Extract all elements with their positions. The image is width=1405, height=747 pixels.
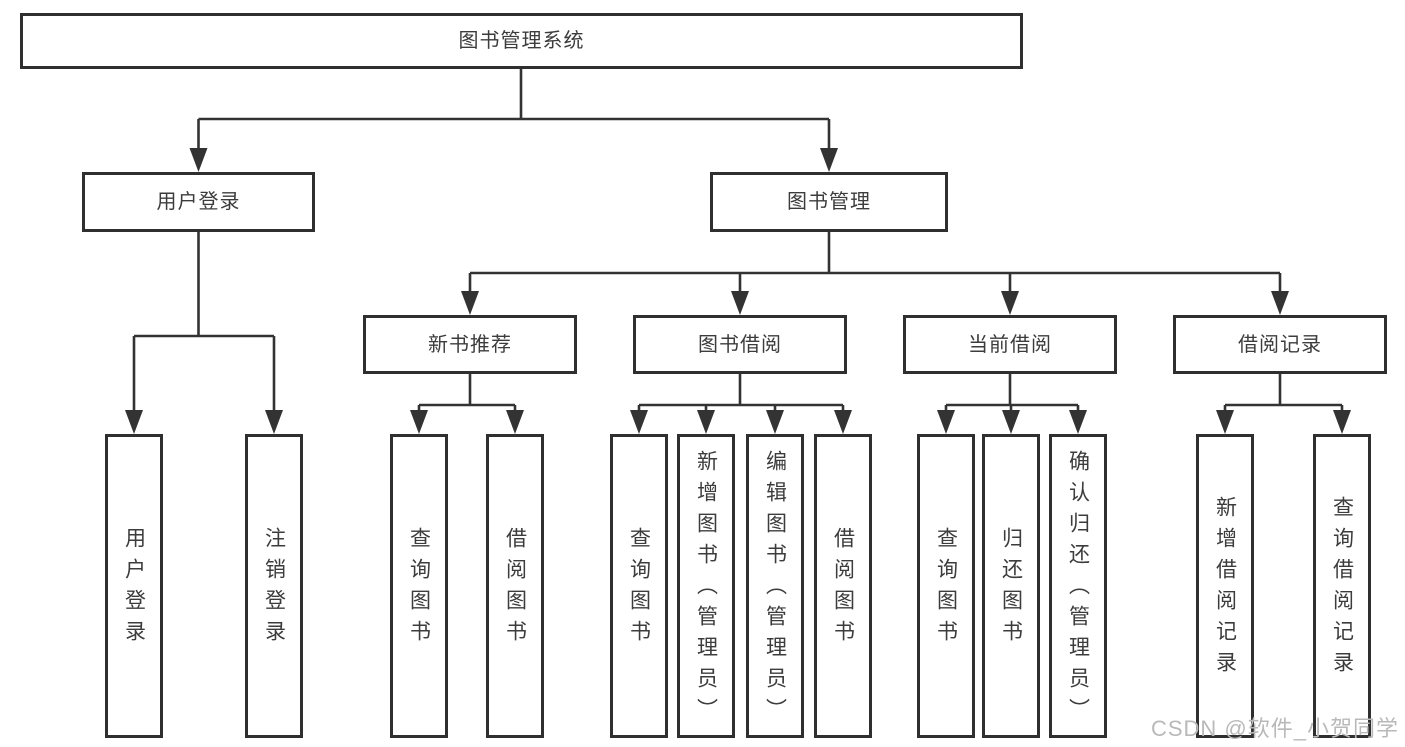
node-user-login-group: 用户登录	[82, 172, 315, 232]
leaf-user-login: 用户登录	[105, 434, 163, 738]
leaf-borrow-add-books-admin: 新增图书（管理员）	[677, 434, 735, 738]
leaf-records-query-record: 查询借阅记录	[1313, 434, 1371, 738]
watermark: CSDN @软件_小贺同学	[1150, 716, 1399, 741]
leaf-current-return-books: 归还图书	[982, 434, 1040, 738]
node-book-management: 图书管理	[710, 172, 948, 232]
node-book-borrow: 图书借阅	[633, 315, 847, 374]
leaf-borrow-edit-books-admin: 编辑图书（管理员）	[746, 434, 804, 738]
leaf-borrow-borrow-books: 借阅图书	[814, 434, 872, 738]
node-borrow-records: 借阅记录	[1173, 315, 1387, 374]
node-root-system: 图书管理系统	[20, 13, 1023, 69]
node-new-book-recommend: 新书推荐	[363, 315, 577, 374]
leaf-current-confirm-return-admin: 确认归还（管理员）	[1049, 434, 1107, 738]
leaf-recommend-borrow-books: 借阅图书	[486, 434, 544, 738]
leaf-borrow-query-books: 查询图书	[610, 434, 668, 738]
leaf-recommend-query-books: 查询图书	[390, 434, 448, 738]
leaf-current-query-books: 查询图书	[917, 434, 975, 738]
node-current-borrow: 当前借阅	[903, 315, 1117, 374]
leaf-records-add-record: 新增借阅记录	[1196, 434, 1254, 738]
leaf-logout: 注销登录	[245, 434, 303, 738]
